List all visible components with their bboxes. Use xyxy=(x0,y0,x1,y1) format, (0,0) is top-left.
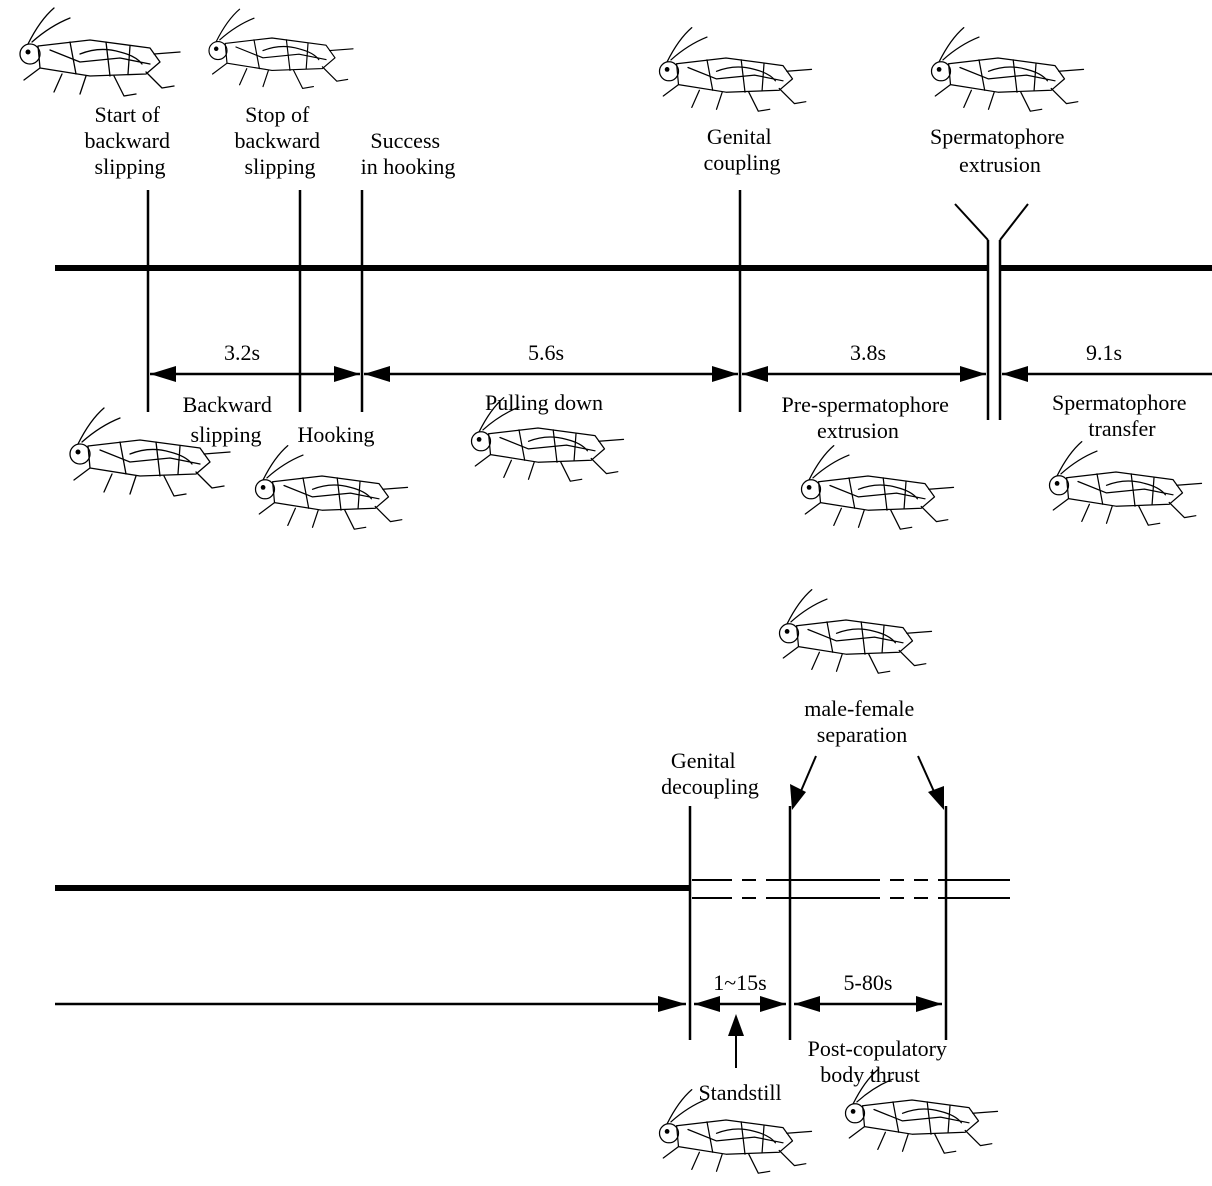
phase-label-pre-extrusion: Pre-spermatophore extrusion xyxy=(782,392,955,443)
arrowhead-right xyxy=(658,996,686,1012)
arrowhead-right xyxy=(760,996,786,1012)
arrowhead-left xyxy=(1002,366,1028,382)
cricket-pair-start-slipping xyxy=(19,7,181,97)
duration-pre-extrusion: 3.8s xyxy=(850,340,886,365)
bottom-timeline: 1~15s 5-80s Genital decoupling male-fema… xyxy=(55,588,1010,1174)
event-label-stop-slipping: Stop of backward slipping xyxy=(234,102,325,179)
duration-body-thrust: 5-80s xyxy=(844,970,893,995)
duration-pulling-down: 5.6s xyxy=(528,340,564,365)
cricket-pair-hooking xyxy=(254,444,409,530)
arrowhead-left xyxy=(742,366,768,382)
spermatophore-extrusion-marker xyxy=(954,203,1029,420)
arrowhead-right xyxy=(334,366,360,382)
standstill-pointer-arrow xyxy=(728,1014,744,1068)
duration-arrows xyxy=(150,366,1212,382)
cricket-pair-stop-slipping xyxy=(208,8,354,89)
cricket-pair-separation xyxy=(778,588,933,674)
event-label-spermatophore-extrusion: Spermatophore extrusion xyxy=(930,124,1070,177)
arrowhead-left xyxy=(364,366,390,382)
cricket-pair-spermatophore-transfer xyxy=(1048,440,1203,526)
separation-double-line xyxy=(692,879,1010,899)
arrowhead-left xyxy=(150,366,176,382)
separation-pointer-arrows xyxy=(790,755,944,810)
event-label-success-hooking: Success in hooking xyxy=(361,128,456,179)
event-label-male-female-separation: male-female separation xyxy=(804,696,919,747)
phase-label-body-thrust: Post-copulatory body thrust xyxy=(808,1036,953,1087)
arrowhead-left xyxy=(794,996,820,1012)
duration-spermatophore-transfer: 9.1s xyxy=(1086,340,1122,365)
cricket-pair-genital-coupling xyxy=(658,26,813,112)
event-label-genital-coupling: Genital coupling xyxy=(704,124,781,175)
arrowhead-right xyxy=(712,366,738,382)
duration-standstill: 1~15s xyxy=(713,970,766,995)
arrowhead-right xyxy=(916,996,942,1012)
top-timeline: 3.2s 5.6s 3.8s 9.1s Start of backward sl… xyxy=(19,7,1212,530)
arrowhead-left xyxy=(694,996,720,1012)
event-label-start-slipping: Start of backward slipping xyxy=(84,102,175,179)
phase-label-backward-slipping: Backward slipping xyxy=(183,392,278,447)
duration-arrows xyxy=(55,996,942,1012)
cricket-pair-spermatophore-extrusion xyxy=(930,26,1085,112)
duration-backward-slipping: 3.2s xyxy=(224,340,260,365)
event-label-genital-decoupling: Genital decoupling xyxy=(661,748,759,799)
phase-label-hooking: Hooking xyxy=(298,422,375,447)
phase-label-spermatophore-transfer: Spermatophore transfer xyxy=(1052,390,1192,441)
cricket-pair-pre-extrusion xyxy=(800,444,955,530)
arrowhead-right xyxy=(960,366,986,382)
phase-label-pulling-down: Pulling down xyxy=(485,390,603,415)
phase-label-standstill: Standstill xyxy=(698,1080,781,1105)
